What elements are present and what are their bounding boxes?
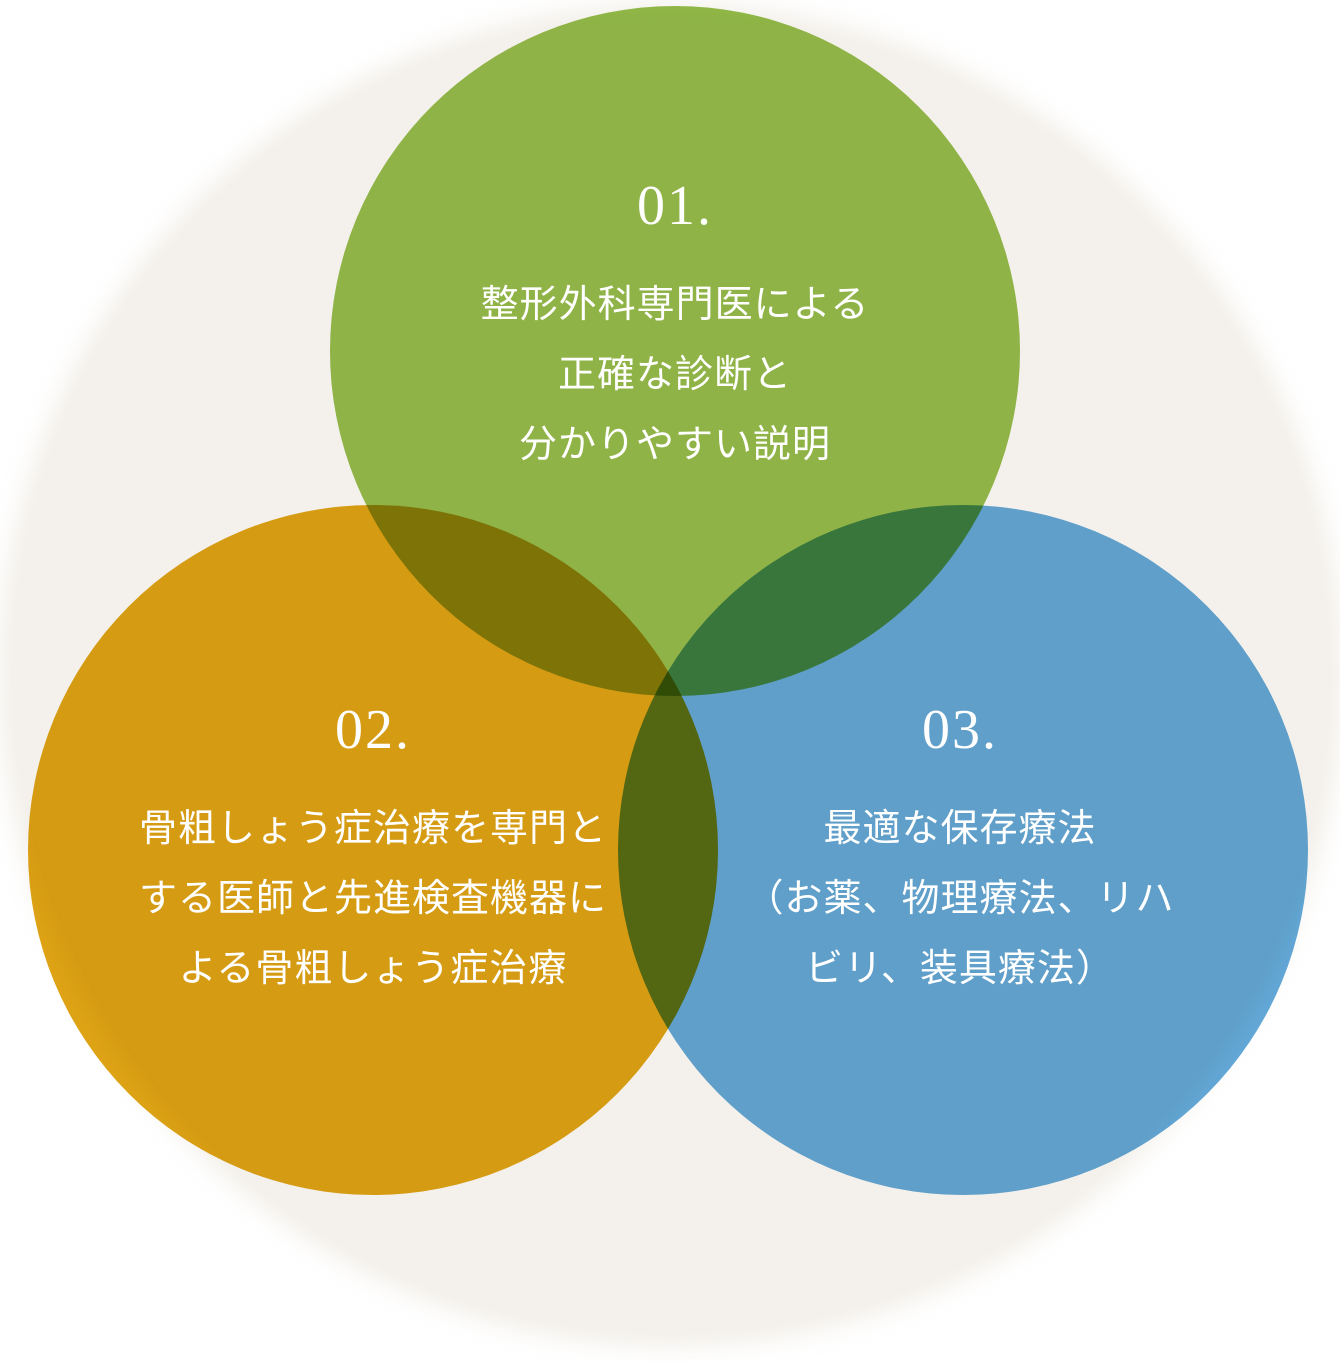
section-03: 03. 最適な保存療法 （お薬、物理療法、リハ ビリ、装具療法） [660, 702, 1260, 1004]
circle-02-orange [28, 505, 718, 1195]
section-01-text-line: 分かりやすい説明 [518, 424, 831, 466]
section-01-number: 01. [637, 175, 713, 237]
section-03-text-line: ビリ、装具療法） [805, 948, 1115, 990]
circle-03-blue [618, 505, 1308, 1195]
section-02-text-line: よる骨粗しょう症治療 [178, 948, 568, 990]
section-01: 01. 整形外科専門医による 正確な診断と 分かりやすい説明 [375, 178, 975, 480]
section-02-text-line: する医師と先進検査機器に [138, 878, 607, 920]
section-02-number: 02. [335, 699, 411, 761]
section-01-text-line: 整形外科専門医による [480, 284, 870, 326]
section-02-text-line: 骨粗しょう症治療を専門と [138, 808, 607, 850]
section-02: 02. 骨粗しょう症治療を専門と する医師と先進検査機器に よる骨粗しょう症治療 [43, 702, 703, 1004]
section-03-number: 03. [922, 699, 998, 761]
section-03-text-line: （お薬、物理療法、リハ [745, 878, 1175, 920]
section-01-text-line: 正確な診断と [557, 354, 792, 396]
section-03-text-line: 最適な保存療法 [823, 808, 1097, 850]
